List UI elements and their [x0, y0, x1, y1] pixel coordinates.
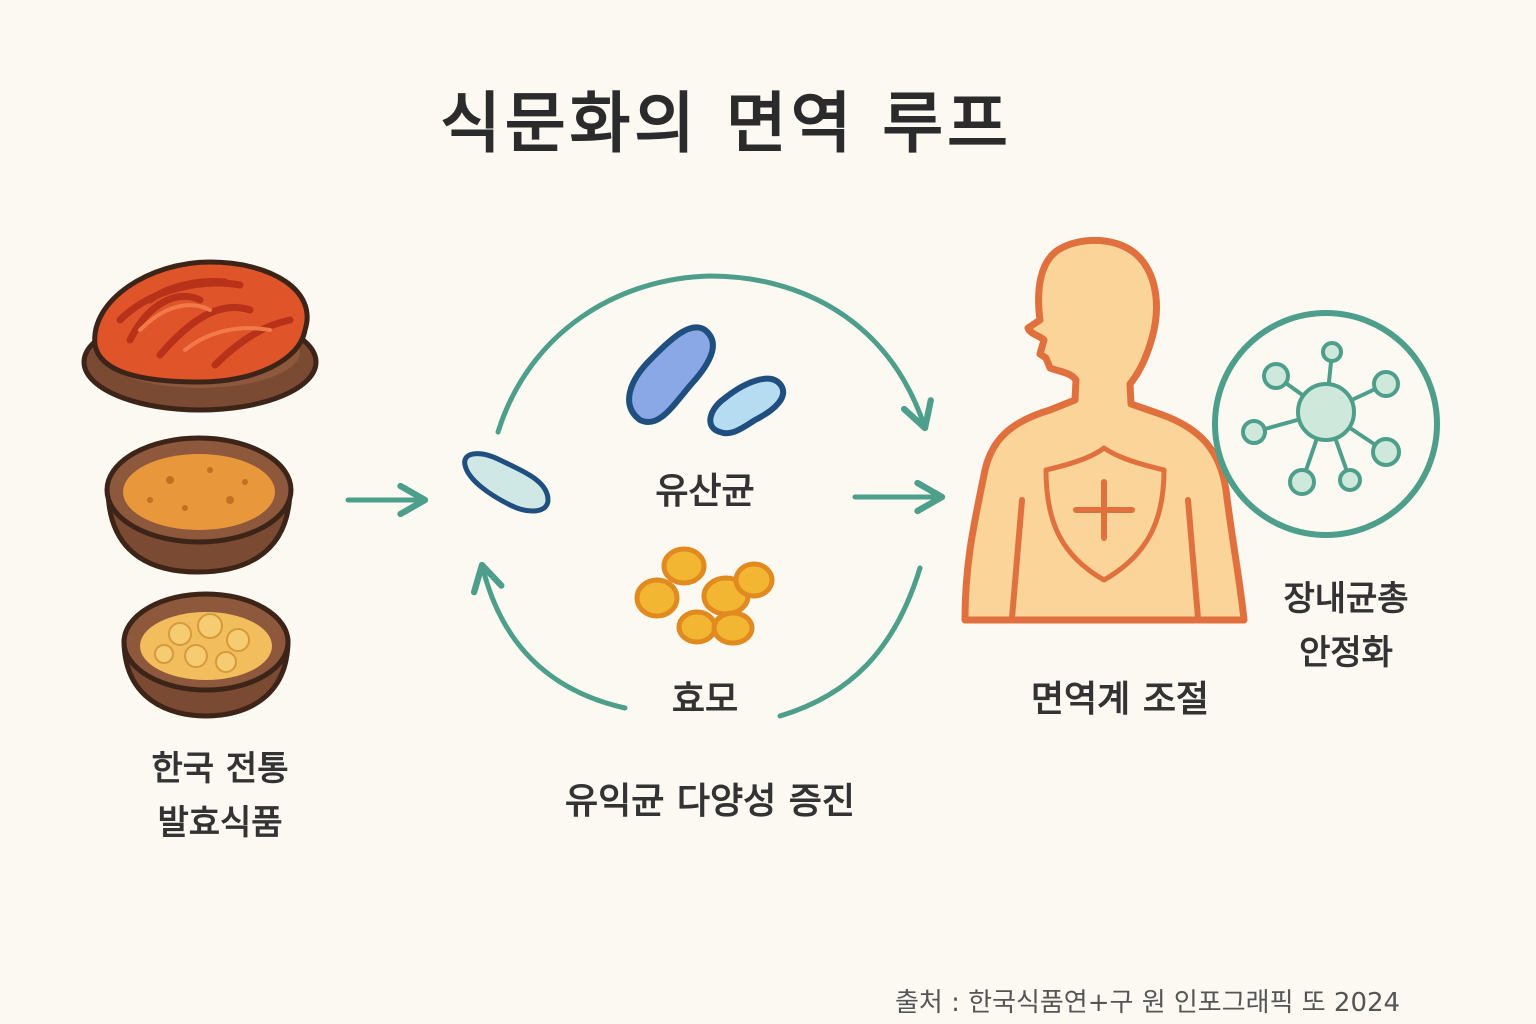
doenjang-bowl-icon: [104, 435, 294, 575]
label-fermented-foods-line1: 한국 전통: [151, 749, 289, 789]
label-fermented-foods: 한국 전통 발효식품: [100, 742, 340, 850]
label-gut-microbiome: 장내균총 안정화: [1246, 572, 1446, 680]
label-probiotic: 유산균: [655, 471, 755, 512]
loop-arrow-bottom-right: [777, 565, 923, 719]
page-title: 식문화의 면역 루프: [440, 85, 1012, 162]
yeast-cluster-icon: [634, 546, 775, 646]
label-diversity: 유익균 다양성 증진: [564, 781, 856, 822]
loop-arrow-bottom-left: [470, 561, 628, 711]
label-fermented-foods-line2: 발효식품: [157, 803, 283, 843]
loop-arrow-top: [495, 273, 934, 435]
label-gut-line1: 장내균총: [1283, 579, 1409, 619]
shield-icon: [1043, 445, 1167, 583]
bacterium-small-icon: [462, 451, 551, 514]
source-credit: 출처 : 한국식품연+구 원 인포그래픽 또 2024: [895, 988, 1401, 1018]
label-yeast: 효모: [671, 679, 739, 720]
label-immune-regulation: 면역계 조절: [1030, 679, 1210, 720]
natto-bowl-icon: [121, 591, 291, 719]
kimchi-plate-icon: [81, 259, 319, 413]
microbiome-network-icon: [1212, 310, 1440, 538]
lactobacillus-icon: [626, 324, 787, 437]
label-gut-line2: 안정화: [1299, 633, 1393, 673]
human-body-icon: [961, 236, 1248, 624]
